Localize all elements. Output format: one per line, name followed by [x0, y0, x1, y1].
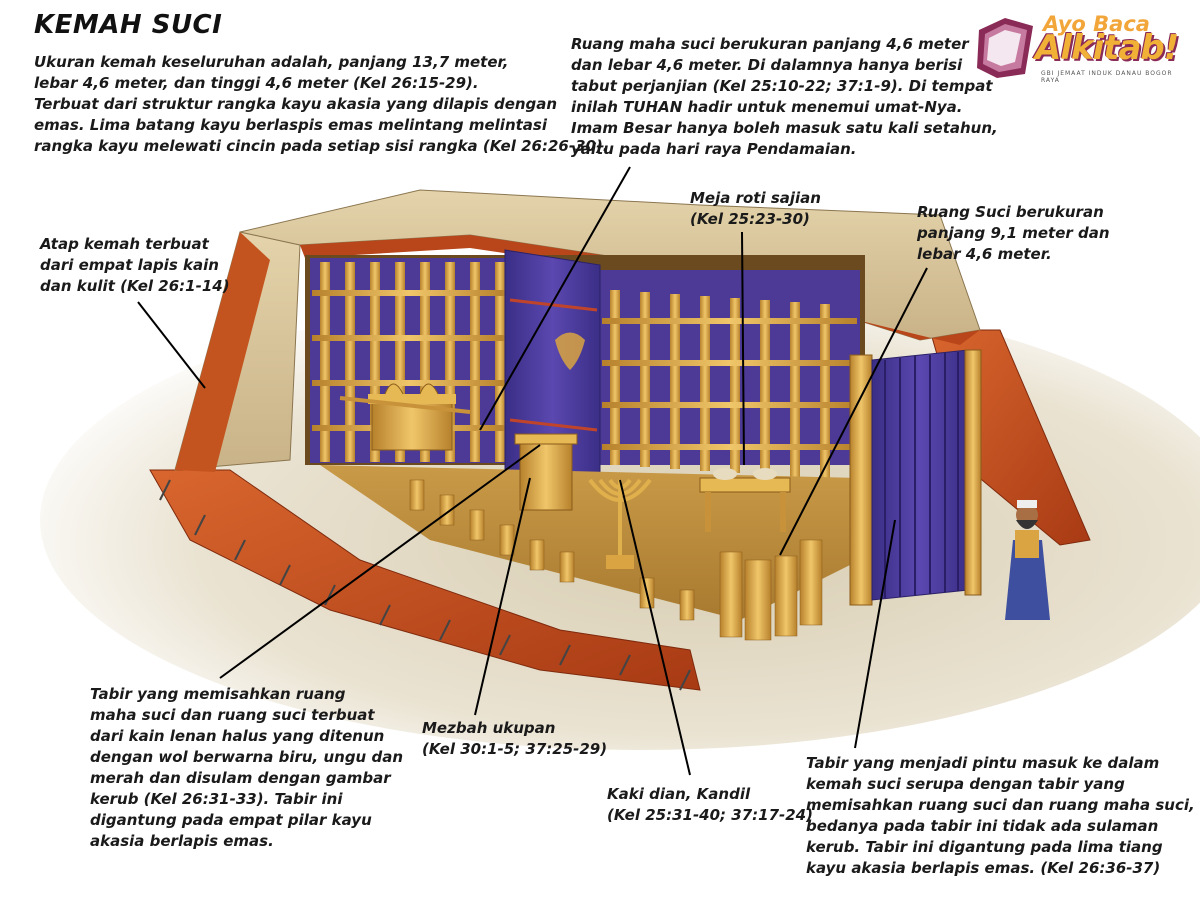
incense-line: (Kel 30:1-5; 37:25-29): [422, 740, 608, 758]
logo-subtitle: GBI JEMAAT INDUK DANAU BOGOR RAYA: [1041, 70, 1173, 84]
entrance-line: Tabir yang menjadi pintu masuk ke dalam: [806, 754, 1160, 772]
showbread-table: [699, 468, 791, 532]
lampstand-line: (Kel 25:31-40; 37:17-24): [607, 806, 813, 824]
entrance-line: bedanya pada tabir ini tidak ada sulaman: [806, 817, 1159, 835]
veil-line: digantung pada empat pilar kayu: [90, 811, 372, 829]
entrance-curtain: [871, 349, 969, 601]
entrance-line: kerub. Tabir ini digantung pada lima tia…: [806, 838, 1163, 856]
ayo-baca-alkitab-logo: Ayo Baca Alkitab! GBI JEMAAT INDUK DANAU…: [975, 12, 1189, 84]
veil-line: Tabir yang memisahkan ruang: [90, 685, 346, 703]
incense-altar-label: Mezbah ukupan (Kel 30:1-5; 37:25-29): [422, 718, 607, 760]
veil-line: akasia berlapis emas.: [90, 832, 274, 850]
roof-line: dan kulit (Kel 26:1-14): [40, 277, 230, 295]
holiest-line: tabut perjanjian (Kel 25:10-22; 37:1-9).…: [571, 77, 993, 95]
holy-place-label: Ruang Suci berukuran panjang 9,1 meter d…: [917, 202, 1110, 265]
holiest-line: inilah TUHAN hadir untuk menemui umat-Ny…: [571, 98, 963, 116]
entrance-line: kemah suci serupa dengan tabir yang: [806, 775, 1125, 793]
front-frames: [409, 479, 823, 641]
lampstand: [588, 478, 652, 569]
red-covering-front: [149, 469, 701, 691]
intro-description: Ukuran kemah keseluruhan adalah, panjang…: [34, 52, 609, 157]
veil-stripes: [509, 298, 598, 432]
roof-red-edge: [300, 235, 980, 345]
showbread-line: (Kel 25:23-30): [690, 210, 810, 228]
entrance-curtain-folds: [884, 352, 959, 598]
book-icon: [977, 18, 1033, 78]
callout-lines: [137, 166, 928, 776]
holy-line: Ruang Suci berukuran: [917, 203, 1104, 221]
roof-line: dari empat lapis kain: [40, 256, 219, 274]
entrance-line: kayu akasia berlapis emas. (Kel 26:36-37…: [806, 859, 1161, 877]
intro-line: Terbuat dari struktur rangka kayu akasia…: [34, 95, 558, 113]
showbread-line: Meja roti sajian: [690, 189, 821, 207]
holy-line: lebar 4,6 meter.: [917, 245, 1052, 263]
high-priest-figure: [1005, 500, 1050, 620]
lampstand-line: Kaki dian, Kandil: [607, 785, 751, 803]
intro-line: emas. Lima batang kayu berlaspis emas me…: [34, 116, 547, 134]
holiest-line: yaitu pada hari raya Pendamaian.: [571, 140, 857, 158]
entrance-pillar: [849, 354, 873, 606]
veil-line: dengan wol berwarna biru, ungu dan: [90, 748, 403, 766]
entrance-line: memisahkan ruang suci dan ruang maha suc…: [806, 796, 1195, 814]
cherub-embroidery: [555, 332, 585, 370]
red-left-flap: [175, 232, 270, 472]
veil-line: maha suci dan ruang suci terbuat: [90, 706, 375, 724]
veil-line: merah dan disulam dengan gambar: [90, 769, 391, 787]
veil-line: dari kain lenan halus yang ditenun: [90, 727, 385, 745]
intro-line: rangka kayu melewati cincin pada setiap …: [34, 137, 609, 155]
intro-line: lebar 4,6 meter, dan tinggi 4,6 meter (K…: [34, 74, 479, 92]
lampstand-label: Kaki dian, Kandil (Kel 25:31-40; 37:17-2…: [607, 784, 813, 826]
holiest-line: Imam Besar hanya boleh masuk satu kali s…: [571, 119, 998, 137]
logo-tagline: Ayo Baca: [1043, 12, 1150, 36]
frame-grid-holy: [602, 290, 857, 479]
veil-line: kerub (Kel 26:31-33). Tabir ini: [90, 790, 343, 808]
page-title: KEMAH SUCI: [34, 10, 223, 40]
roof-line: Atap kemah terbuat: [40, 235, 209, 253]
ark-of-covenant: [339, 383, 471, 451]
intro-line: Ukuran kemah keseluruhan adalah, panjang…: [34, 53, 509, 71]
entrance-pillar-right: [964, 349, 982, 596]
dividing-veil-label: Tabir yang memisahkan ruang maha suci da…: [90, 684, 403, 852]
incense-altar: [514, 433, 578, 511]
showbread-table-label: Meja roti sajian (Kel 25:23-30): [690, 188, 821, 230]
incense-line: Mezbah ukupan: [422, 719, 556, 737]
roof-label: Atap kemah terbuat dari empat lapis kain…: [40, 234, 230, 297]
tent-pegs: [159, 479, 691, 691]
holiest-line: Ruang maha suci berukuran panjang 4,6 me…: [571, 35, 969, 53]
holy-line: panjang 9,1 meter dan: [917, 224, 1110, 242]
holiest-line: dan lebar 4,6 meter. Di dalamnya hanya b…: [571, 56, 963, 74]
entrance-curtain-label: Tabir yang menjadi pintu masuk ke dalam …: [806, 753, 1195, 879]
holiest-place-label: Ruang maha suci berukuran panjang 4,6 me…: [571, 34, 998, 160]
logo-wordmark: Alkitab!: [1035, 28, 1179, 68]
